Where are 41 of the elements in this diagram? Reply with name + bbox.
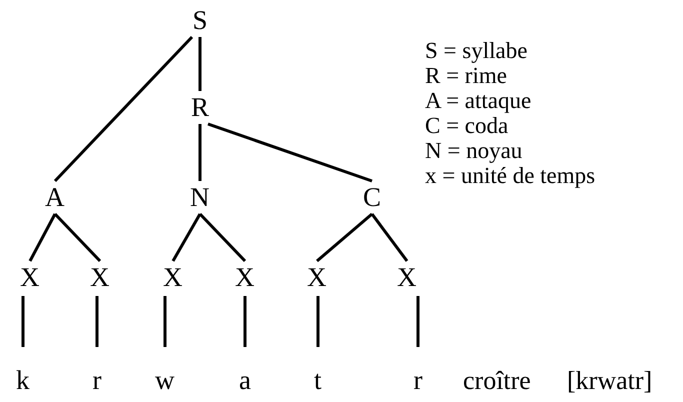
tree-branch-line [54,212,102,262]
timing-unit-label: X [90,262,110,292]
segment-letter: w [155,365,174,395]
tree-branch-line [316,212,373,262]
timing-unit-label: X [235,262,254,292]
timing-unit-label: X [307,262,326,292]
word-label: croître [463,368,531,394]
legend-definition: x = unité de temps [425,163,596,189]
tree-node-label: S [192,5,208,35]
segment-letter: a [239,365,251,395]
timing-unit-label: X [20,262,40,292]
tree-node-label: R [191,92,210,122]
segment-letter: r [414,365,422,395]
legend-definition: S = syllabe [425,38,528,64]
tree-branch-line [96,296,98,347]
tree-branch-line [198,37,202,91]
tree-node-label: N [190,182,210,212]
tree-branch-line [198,124,202,181]
tree-branch-line [316,296,320,347]
tree-branch-line [208,122,372,182]
legend-definition: N = noyau [425,138,522,164]
tree-node-label: C [363,182,382,212]
timing-unit-label: X [163,262,182,292]
timing-unit-label: X [397,262,416,292]
legend-definition: A = attaque [425,88,532,114]
tree-branch-line [164,296,166,347]
tree-branch-line [416,296,420,347]
legend-definition: C = coda [425,113,508,139]
tree-branch-line [54,36,194,182]
tree-branch-line [172,213,202,262]
segment-letter: r [92,365,102,395]
tree-branch-line [198,212,246,262]
segment-letter: k [16,365,30,395]
segment-letter: t [314,365,322,395]
tree-branch-line [370,213,408,262]
tree-branch-line [22,296,24,347]
tree-node-label: A [45,182,64,212]
transcription-label: [krwatr] [567,368,652,394]
legend-definition: R = rime [425,63,507,89]
tree-branch-line [28,213,56,262]
tree-branch-line [244,296,246,347]
